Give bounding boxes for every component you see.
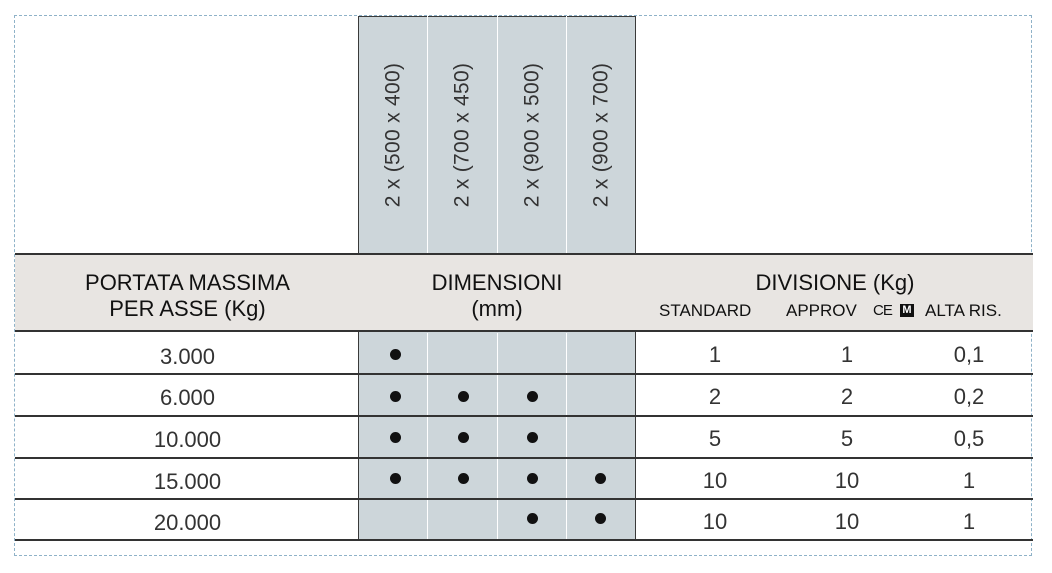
metrology-m-icon: M (900, 304, 914, 317)
standard-cell: 5 (708, 426, 722, 451)
approv-cell: 2 (840, 384, 854, 409)
availability-dot (527, 513, 538, 524)
capacity-header: PORTATA MASSIMA PER ASSE (Kg) (85, 270, 290, 321)
availability-dot (458, 473, 469, 484)
row-divider (15, 498, 1033, 500)
high-res-cell: 1 (962, 468, 976, 493)
column-divider (427, 16, 428, 253)
availability-dot (527, 473, 538, 484)
availability-dot (527, 391, 538, 402)
column-divider (497, 16, 498, 253)
capacity-cell: 20.000 (153, 510, 222, 535)
high-res-cell: 0,1 (953, 342, 985, 367)
table-bottom-border (15, 539, 1033, 541)
dimension-label: 2 x (700 x 450) (450, 62, 474, 207)
standard-cell: 2 (708, 384, 722, 409)
availability-dot (390, 391, 401, 402)
dimension-label: 2 x (900 x 700) (589, 62, 613, 207)
high-res-cell: 1 (962, 509, 976, 534)
availability-dot (390, 473, 401, 484)
high-res-cell: 0,5 (953, 426, 985, 451)
division-header: DIVISIONE (Kg) (755, 270, 915, 295)
availability-dot (390, 349, 401, 360)
dimension-label: 2 x (900 x 500) (520, 62, 544, 207)
capacity-cell: 10.000 (153, 427, 222, 452)
row-divider (15, 457, 1033, 459)
standard-subheader: STANDARD (659, 301, 752, 320)
availability-dot (595, 473, 606, 484)
availability-dot (458, 432, 469, 443)
approv-cell: 1 (840, 342, 854, 367)
standard-cell: 1 (708, 342, 722, 367)
column-divider (566, 333, 567, 540)
ce-mark-icon: CE (873, 302, 893, 319)
approv-cell: 10 (834, 509, 860, 534)
high-res-subheader: ALTA RIS. (925, 301, 1002, 320)
high-res-cell: 0,2 (953, 384, 985, 409)
column-divider (427, 333, 428, 540)
row-divider (15, 415, 1033, 417)
standard-cell: 10 (702, 509, 728, 534)
availability-dot (390, 432, 401, 443)
column-divider (497, 333, 498, 540)
dimensions-header: DIMENSIONI (mm) (431, 270, 563, 321)
standard-cell: 10 (702, 468, 728, 493)
capacity-cell: 15.000 (153, 469, 222, 494)
availability-dot (527, 432, 538, 443)
column-divider (566, 16, 567, 253)
availability-dot (458, 391, 469, 402)
dimension-label: 2 x (500 x 400) (381, 62, 405, 207)
row-divider (15, 373, 1033, 375)
capacity-cell: 3.000 (159, 344, 216, 369)
approv-cell: 10 (834, 468, 860, 493)
capacity-cell: 6.000 (159, 385, 216, 410)
table-header (15, 253, 1033, 332)
approv-subheader: APPROV (786, 301, 857, 320)
approv-cell: 5 (840, 426, 854, 451)
availability-dot (595, 513, 606, 524)
